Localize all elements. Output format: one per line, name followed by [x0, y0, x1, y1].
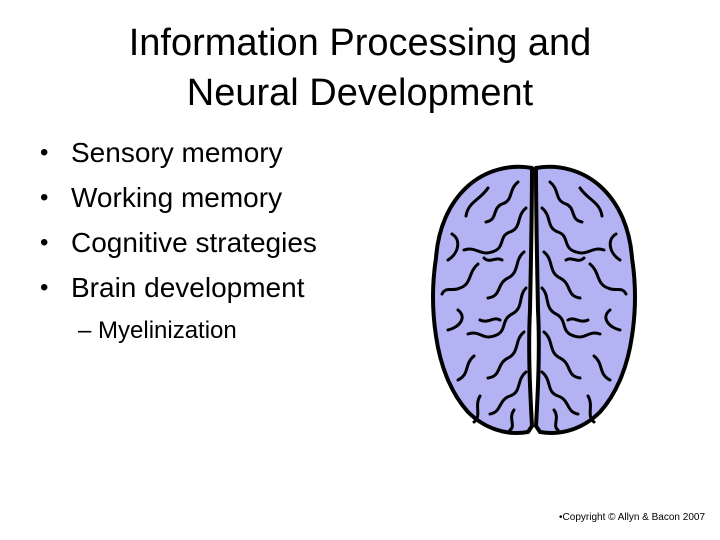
bullet-item-working-memory: • Working memory [40, 175, 440, 220]
bullet-marker: • [40, 139, 49, 166]
bullet-label: Working memory [71, 182, 283, 213]
title-line-2: Neural Development [186, 72, 534, 114]
bullet-item-cognitive-strategies: • Cognitive strategies [40, 220, 440, 265]
copyright-footer: •Copyright © Allyn & Bacon 2007 [559, 512, 705, 523]
bullet-marker: • [40, 184, 49, 211]
brain-icon [428, 160, 640, 440]
bullet-label: Brain development [71, 272, 305, 303]
sub-bullet-myelinization: – Myelinization [78, 317, 237, 344]
bullet-marker: • [40, 229, 49, 256]
bullet-marker: • [40, 274, 49, 301]
bullet-item-sensory-memory: • Sensory memory [40, 130, 440, 175]
bullet-item-brain-development: • Brain development [40, 265, 440, 310]
bullet-label: Cognitive strategies [71, 227, 317, 258]
bullet-label: Sensory memory [71, 137, 283, 168]
title-line-1: Information Processing and [128, 22, 592, 64]
slide-title: Information Processing and Neural Develo… [60, 18, 660, 118]
bullet-list: • Sensory memory • Working memory • Cogn… [40, 130, 440, 310]
